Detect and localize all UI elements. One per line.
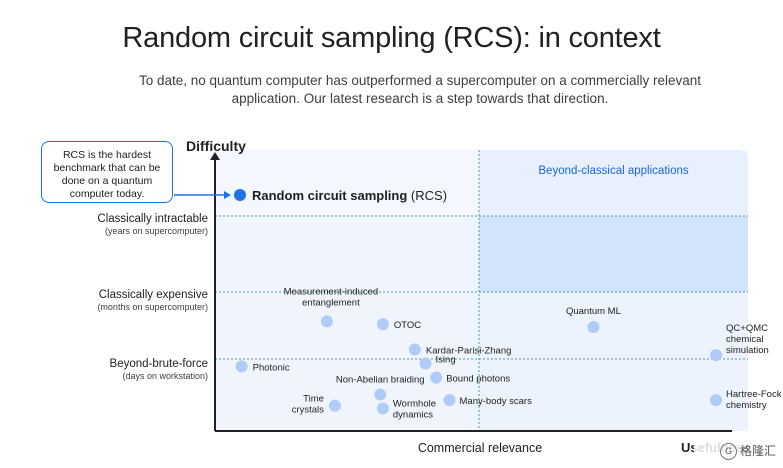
point-non-abelian-braiding	[374, 388, 387, 401]
point-label-kardar-parisi-zhang: Kardar-Parisi-Zhang	[426, 346, 512, 357]
watermark-text: 格隆汇	[739, 444, 776, 458]
point-time-crystals	[328, 399, 341, 412]
chart-title: Random circuit sampling (RCS): in contex…	[122, 22, 661, 54]
point-quantum-ml	[587, 321, 600, 334]
level-label-2: Classically expensive	[99, 289, 208, 301]
level-label-1: Classically intractable	[97, 213, 208, 225]
x-axis-label: Commercial relevance	[418, 441, 542, 455]
rcs-callout: RCS is the hardest benchmark that can be…	[41, 141, 173, 203]
point-label-ising: Ising	[436, 355, 456, 366]
point-bound-photons	[430, 371, 443, 384]
level-label-3: Beyond-brute-force	[110, 358, 208, 370]
point-label-otoc: OTOC	[394, 320, 421, 331]
beyond-classical-intractable-band	[479, 216, 748, 292]
beyond-classical-lower-band	[479, 292, 748, 431]
region-label: Beyond-classical applications	[538, 165, 688, 177]
point-many-body-scars	[443, 394, 456, 407]
point-otoc	[376, 318, 389, 331]
callout-arrow-head-icon	[224, 191, 231, 199]
level-note-2: (months on supercomputer)	[97, 302, 208, 312]
y-axis-label: Difficulty	[186, 138, 246, 154]
point-ising	[419, 357, 432, 370]
point-wormhole-dynamics	[376, 402, 389, 415]
chart-subtitle: To date, no quantum computer has outperf…	[138, 73, 702, 106]
rcs-label: Random circuit sampling (RCS)	[252, 188, 447, 203]
rcs-label-main: Random circuit sampling	[252, 188, 407, 203]
watermark-logo-icon: G	[719, 443, 737, 461]
point-label-many-body-scars: Many-body scars	[460, 396, 533, 407]
point-kardar-parisi-zhang	[408, 343, 421, 356]
rcs-label-suffix: (RCS)	[407, 188, 447, 203]
y-axis-arrow-icon	[210, 152, 220, 160]
point-photonic	[235, 360, 248, 373]
point-label-photonic: Photonic	[253, 362, 290, 373]
point-label-bound-photons: Bound photons	[446, 374, 510, 385]
point-qc-qmc-chemical-simulation	[710, 349, 723, 362]
rcs-point	[234, 189, 246, 201]
point-measurement-induced-entanglement	[320, 315, 333, 328]
level-note-1: (years on supercomputer)	[105, 226, 208, 236]
point-label-non-abelian-braiding: Non-Abelian braiding	[336, 374, 425, 385]
point-hartree-fock-chemistry	[710, 394, 723, 407]
point-label-quantum-ml: Quantum ML	[566, 306, 621, 317]
level-note-3: (days on workstation)	[122, 371, 208, 381]
